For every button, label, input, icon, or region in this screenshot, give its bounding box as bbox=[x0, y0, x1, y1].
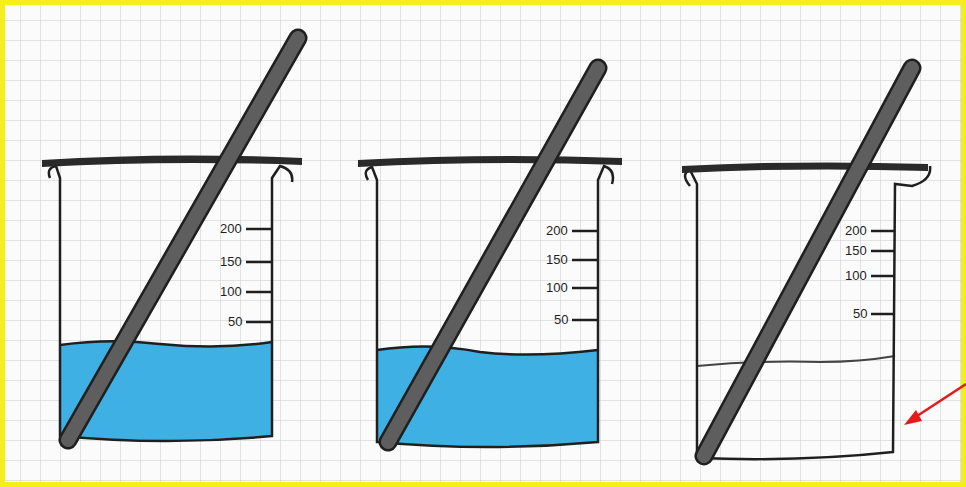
tick-mark bbox=[572, 287, 598, 290]
volume-mark: 200 bbox=[546, 224, 568, 238]
liquid-surface bbox=[60, 341, 272, 346]
stirring-rod-outline bbox=[388, 68, 598, 442]
tick-mark bbox=[871, 230, 895, 233]
tick-mark bbox=[572, 230, 598, 233]
stirring-rod bbox=[388, 68, 598, 442]
volume-mark: 50 bbox=[853, 307, 867, 321]
red-arrow bbox=[914, 384, 966, 418]
liquid-surface bbox=[377, 346, 598, 354]
beaker-rim bbox=[358, 156, 622, 167]
tick-mark bbox=[572, 259, 598, 262]
volume-mark: 200 bbox=[220, 222, 242, 236]
volume-mark: 150 bbox=[845, 244, 867, 258]
stirring-rod bbox=[68, 38, 298, 440]
volume-mark: 50 bbox=[554, 313, 568, 327]
beaker-rim bbox=[42, 155, 302, 167]
tick-mark bbox=[871, 275, 895, 278]
tick-mark bbox=[246, 321, 272, 324]
stirring-rod-outline bbox=[704, 68, 912, 456]
volume-mark: 200 bbox=[845, 224, 867, 238]
stirring-rod-outline bbox=[68, 38, 298, 440]
tick-mark bbox=[871, 313, 895, 316]
frame-border bbox=[3, 3, 964, 485]
volume-mark: 100 bbox=[220, 285, 242, 299]
beaker-rim bbox=[682, 162, 928, 173]
volume-mark: 100 bbox=[546, 281, 568, 295]
tick-mark bbox=[572, 319, 598, 322]
volume-mark: 150 bbox=[546, 253, 568, 267]
volume-mark: 150 bbox=[220, 255, 242, 269]
tick-mark bbox=[246, 291, 272, 294]
liquid-surface bbox=[697, 356, 895, 366]
volume-mark: 50 bbox=[228, 315, 242, 329]
tick-mark bbox=[871, 250, 895, 253]
red-arrowhead bbox=[904, 410, 922, 425]
stirring-rod bbox=[704, 68, 912, 456]
tick-mark bbox=[246, 261, 272, 264]
tick-mark bbox=[246, 228, 272, 231]
volume-mark: 100 bbox=[845, 269, 867, 283]
